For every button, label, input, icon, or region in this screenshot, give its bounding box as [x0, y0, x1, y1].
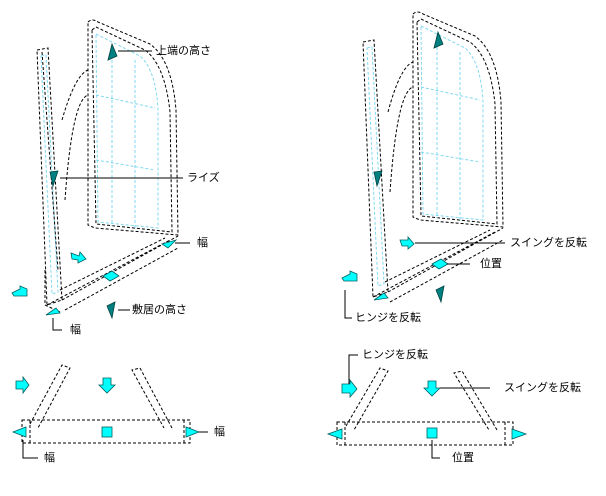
location-diamond-grip	[102, 270, 120, 282]
location-label: 位置	[480, 257, 502, 270]
rise-grip	[49, 170, 59, 188]
grips-3d-left	[11, 42, 190, 331]
plan-width-label-left: 幅	[44, 451, 55, 464]
flip-swing-grip	[98, 377, 116, 394]
location-grip	[101, 426, 113, 438]
plan-flip-hinge-label: ヒンジを反転	[362, 348, 428, 361]
flip-swing-grip	[399, 235, 415, 250]
flip-arrow-grip-2	[11, 285, 28, 297]
plan-left	[11, 364, 208, 459]
grips-3d-right	[341, 30, 505, 319]
plan-width-label-right: 幅	[214, 425, 225, 438]
width-grip-right	[185, 426, 201, 438]
sill-height-grip	[106, 301, 116, 320]
flip-hinge-grip	[341, 270, 358, 282]
width-grip-left	[11, 426, 27, 438]
sill-height-label: 敷居の高さ	[132, 303, 187, 316]
plan-right	[326, 354, 528, 459]
width-label-right: 幅	[197, 236, 208, 249]
window-3d-right	[362, 11, 504, 303]
head-height-grip	[107, 42, 118, 61]
flip-arrow-grip	[70, 251, 87, 264]
width-label-bottom: 幅	[70, 323, 81, 336]
rise-label: ライズ	[187, 171, 220, 184]
width-grip-right	[161, 239, 178, 249]
flip-hinge-grip	[15, 375, 30, 395]
width-grip-bottom	[45, 307, 61, 316]
window-3d-left	[36, 19, 179, 313]
plan-location-label: 位置	[452, 451, 474, 464]
head-height-label: 上端の高さ	[156, 44, 211, 57]
flip-swing-label: スイングを反転	[510, 236, 587, 249]
plan-flip-swing-label: スイングを反転	[504, 381, 581, 394]
flip-hinge-label: ヒンジを反転	[355, 311, 421, 324]
